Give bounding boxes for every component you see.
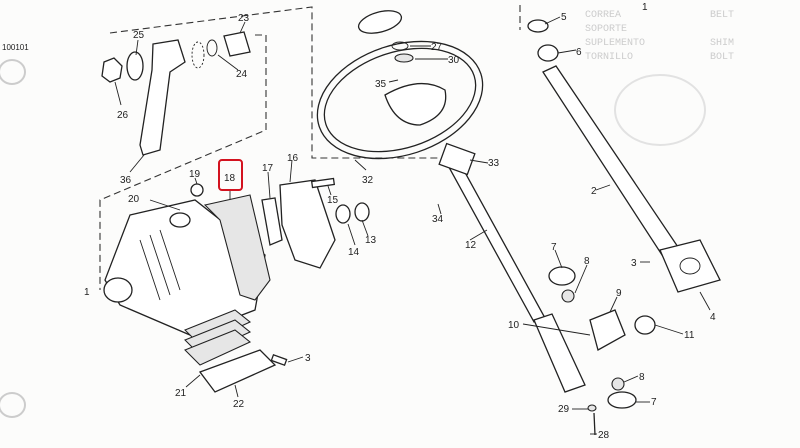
steering-gearbox — [103, 183, 288, 393]
steering-shaft — [437, 142, 586, 393]
callout[interactable]: 27 — [431, 42, 443, 53]
callout[interactable]: 4 — [710, 312, 716, 323]
callout[interactable]: 25 — [133, 30, 145, 41]
bleed-text: SUPLEMENTO — [585, 38, 645, 49]
callout[interactable]: 20 — [128, 194, 140, 205]
callout[interactable]: 14 — [348, 247, 360, 258]
bleed-through-text: CORREA SOPORTE SUPLEMENTO TORNILLO BELT … — [585, 10, 734, 146]
elbow-17 — [261, 197, 283, 246]
bleed-text: CORREA — [585, 10, 621, 21]
callout[interactable]: 19 — [189, 169, 201, 180]
callout[interactable]: 34 — [432, 214, 444, 225]
callout[interactable]: 8 — [639, 372, 645, 383]
side-cover — [261, 177, 370, 269]
callout[interactable]: 2 — [591, 186, 597, 197]
nut-26 — [101, 57, 123, 83]
cover-22 — [198, 349, 277, 393]
callout[interactable]: 9 — [616, 288, 622, 299]
universal-joint — [548, 266, 656, 436]
callout[interactable]: 26 — [117, 110, 129, 121]
callout[interactable]: 36 — [120, 175, 132, 186]
sheet-code: 100101 — [2, 43, 29, 52]
highlight-box — [218, 159, 243, 191]
bleed-text: BOLT — [710, 52, 734, 63]
callout[interactable]: 3 — [631, 258, 637, 269]
callout[interactable]: 10 — [508, 320, 520, 331]
gasket-18 — [203, 194, 271, 301]
callout[interactable]: 28 — [598, 430, 610, 441]
bleed-text: TORNILLO — [585, 52, 633, 63]
bleed-text: BELT — [710, 10, 734, 21]
callout[interactable]: 17 — [262, 163, 274, 174]
boot — [533, 313, 586, 393]
callout[interactable]: 1 — [642, 2, 648, 13]
callout-labels: 23 25 24 26 36 32 35 27 30 5 6 1 2 33 34… — [84, 2, 716, 441]
callout[interactable]: 32 — [362, 175, 374, 186]
ghost-wheel — [614, 74, 706, 146]
callout[interactable]: 22 — [233, 399, 245, 410]
flange-4 — [659, 239, 721, 293]
binder-holes — [0, 59, 26, 418]
column-tube — [527, 19, 721, 293]
bushing-23 — [223, 31, 251, 57]
steering-wheel — [316, 10, 484, 160]
group-box-arm — [99, 34, 267, 290]
pitman-arm-assembly — [101, 31, 251, 156]
leader-lines — [114, 16, 711, 435]
callout[interactable]: 12 — [465, 240, 477, 251]
callout[interactable]: 11 — [684, 330, 695, 341]
callout[interactable]: 7 — [651, 397, 657, 408]
callout[interactable]: 21 — [175, 388, 187, 399]
bleed-text: SHIM — [710, 38, 734, 49]
callout[interactable]: 24 — [236, 69, 248, 80]
callout[interactable]: 29 — [558, 404, 570, 415]
callout[interactable]: 16 — [287, 153, 299, 164]
callout[interactable]: 15 — [327, 195, 339, 206]
callout[interactable]: 5 — [561, 12, 567, 23]
plug-19 — [190, 183, 204, 197]
shim-stack-21 — [184, 309, 252, 366]
callout[interactable]: 1 — [84, 287, 90, 298]
callout[interactable]: 8 — [584, 256, 590, 267]
callout[interactable]: 6 — [576, 47, 582, 58]
callout[interactable]: 3 — [305, 353, 311, 364]
callout[interactable]: 23 — [238, 13, 250, 24]
bleed-text: SOPORTE — [585, 24, 627, 35]
callout[interactable]: 7 — [551, 242, 557, 253]
callout-highlighted[interactable]: 18 — [224, 173, 236, 184]
pitman-arm-36 — [139, 39, 186, 156]
callout[interactable]: 30 — [448, 55, 460, 66]
callout[interactable]: 35 — [375, 79, 387, 90]
washer-25 — [126, 51, 144, 81]
callout[interactable]: 33 — [488, 158, 500, 169]
callout[interactable]: 13 — [365, 235, 377, 246]
